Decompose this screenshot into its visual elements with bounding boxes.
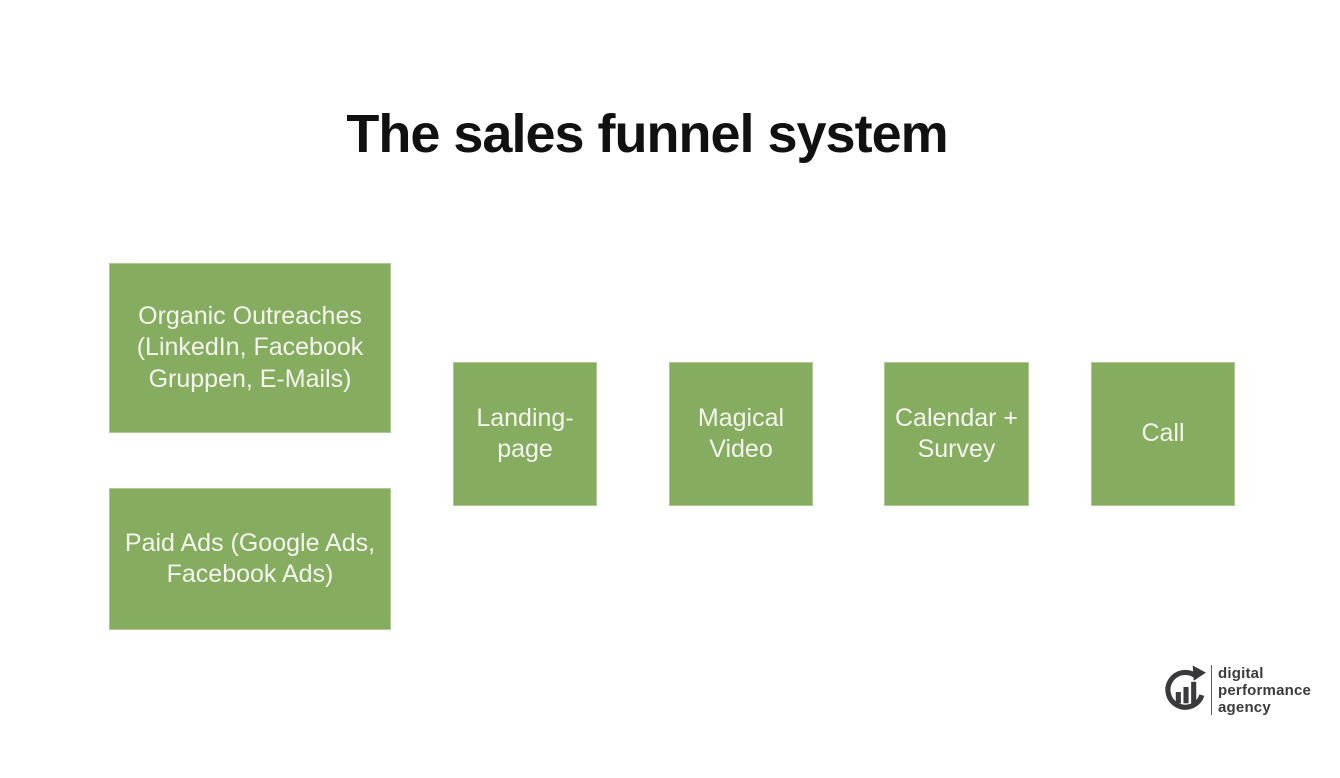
logo-line-agency: agency xyxy=(1218,698,1271,716)
logo-line-digital: digital xyxy=(1218,664,1264,682)
slide-title: The sales funnel system xyxy=(346,104,948,164)
logo-line-performance: performance xyxy=(1218,681,1312,699)
funnel-stage-calendar-survey: Calendar + Survey xyxy=(884,362,1029,506)
funnel-stage-landing-page: Landing- page xyxy=(453,362,597,506)
funnel-source-paid-ads: Paid Ads (Google Ads, Facebook Ads) xyxy=(109,488,391,630)
funnel-source-organic-outreaches: Organic Outreaches (LinkedIn, Facebook G… xyxy=(109,263,391,433)
circular-arrow-bar-chart-icon xyxy=(1165,665,1206,710)
funnel-stage-magical-video: Magical Video xyxy=(669,362,813,506)
logo-wordmark: digital performance agency xyxy=(1218,665,1311,716)
logo-divider xyxy=(1211,665,1212,715)
agency-logo: digital performance agency xyxy=(1163,662,1311,718)
funnel-stage-call: Call xyxy=(1091,362,1235,506)
